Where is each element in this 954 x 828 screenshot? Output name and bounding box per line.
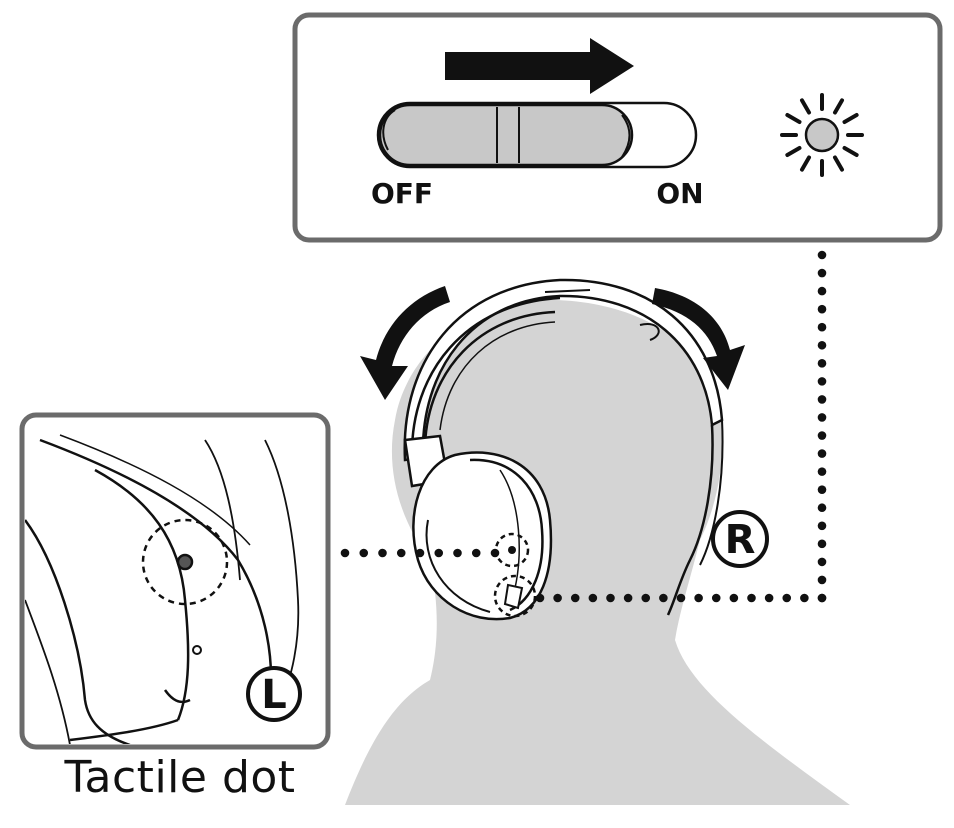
- indicator-ray: [842, 146, 859, 157]
- leader-dot: [817, 575, 827, 585]
- slide-right-arrow-icon: [445, 38, 634, 94]
- leader-dot: [535, 593, 545, 603]
- leader-dot: [623, 593, 633, 603]
- leader-dot: [340, 548, 350, 558]
- leader-dot: [553, 593, 562, 603]
- leader-dot: [747, 593, 756, 603]
- leader-dot: [378, 548, 387, 558]
- leader-dot: [782, 593, 792, 603]
- indicator-ray: [833, 98, 844, 115]
- leader-dot: [817, 449, 827, 458]
- indicator-ray: [800, 155, 811, 172]
- leader-dot: [641, 593, 651, 603]
- off-label: OFF: [371, 177, 433, 210]
- leader-dot: [711, 593, 721, 603]
- leader-dot: [817, 485, 827, 494]
- right-marker-label: R: [725, 517, 756, 563]
- leader-dot: [471, 548, 481, 558]
- slider-knob[interactable]: [378, 103, 634, 167]
- rotate-arrows: [360, 286, 745, 400]
- leader-dot: [588, 593, 598, 603]
- leader-dot: [817, 521, 827, 531]
- leader-dot: [817, 539, 827, 549]
- leader-dot: [415, 548, 425, 558]
- leader-dot: [817, 286, 827, 296]
- leader-dot: [817, 557, 827, 567]
- leader-dot: [453, 548, 462, 558]
- tactile-dot-icon: [508, 546, 516, 554]
- leader-dot: [817, 413, 827, 422]
- indicator-ray: [800, 98, 811, 115]
- leader-dot: [606, 593, 615, 603]
- leader-dot: [817, 431, 827, 440]
- right-side-marker: R: [711, 510, 769, 568]
- leader-dot: [817, 395, 827, 404]
- left-rotate-arrow-icon: [360, 286, 450, 400]
- leader-dot: [396, 548, 406, 558]
- inset-tactile-dot-icon: [176, 553, 194, 571]
- head-silhouette: [345, 299, 850, 805]
- leader-dot: [434, 548, 444, 558]
- indicator-ray: [833, 155, 844, 172]
- leader-dot: [817, 467, 827, 476]
- indicator-ray: [842, 113, 859, 124]
- leader-dot: [817, 377, 827, 386]
- leader-dot: [659, 593, 668, 603]
- leader-dot: [570, 593, 580, 603]
- leader-dot: [800, 593, 809, 603]
- headphones: [403, 278, 724, 621]
- leader-dot: [817, 322, 827, 332]
- leader-dot: [694, 593, 703, 603]
- inset-tactile-highlight: [141, 518, 229, 606]
- on-label: ON: [656, 177, 703, 210]
- leader-dot: [817, 593, 827, 603]
- leader-dot: [729, 593, 739, 603]
- leader-dot: [817, 503, 827, 513]
- leader-dot: [359, 548, 369, 558]
- leader-dot: [817, 268, 827, 278]
- right-rotate-arrow-icon: [652, 288, 745, 390]
- leader-dot: [817, 359, 827, 368]
- leader-dot: [817, 250, 827, 260]
- leader-dot: [490, 548, 500, 558]
- leader-dot: [676, 593, 686, 603]
- leader-dot: [817, 304, 827, 314]
- left-earcup-inset: L: [19, 412, 331, 750]
- indicator-ray: [785, 113, 802, 124]
- lit-indicator-icon: [780, 93, 864, 177]
- switch-panel: OFF ON: [292, 12, 943, 243]
- power-switch-icon: [503, 583, 524, 610]
- leader-dot: [764, 593, 774, 603]
- indicator-ray: [785, 146, 802, 157]
- leader-dot: [817, 340, 827, 350]
- leader-lines: [340, 250, 827, 603]
- switch-highlight: [493, 574, 537, 618]
- tactile-dot-caption: Tactile dot: [64, 752, 296, 803]
- left-marker-label: L: [261, 672, 287, 718]
